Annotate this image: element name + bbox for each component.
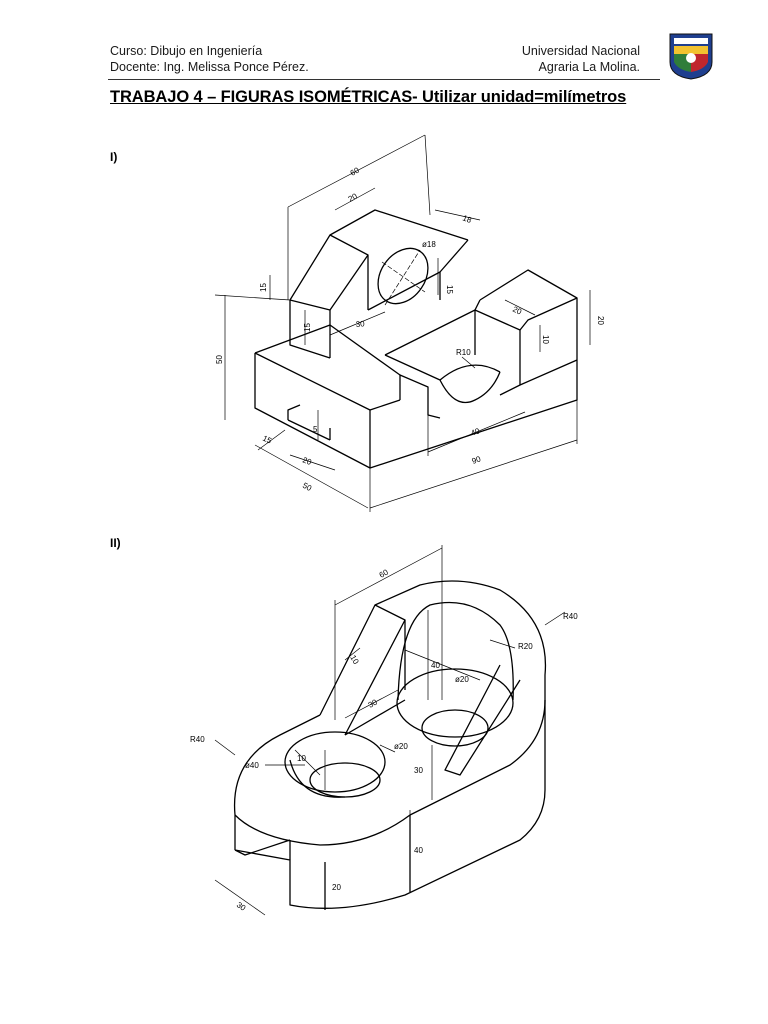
header-left: Curso: Dibujo en Ingeniería Docente: Ing… [110, 43, 309, 75]
teacher-line: Docente: Ing. Melissa Ponce Pérez. [110, 60, 309, 74]
dim-text: 90 [471, 454, 483, 466]
dim-text: R10 [456, 348, 471, 357]
dim-text: 10 [297, 754, 306, 763]
dim-text: 30 [414, 766, 423, 775]
dim-text: R40 [190, 735, 205, 744]
figure-2-dimension-lines [214, 545, 566, 916]
dim-text: 15 [261, 434, 273, 446]
dim-text: 10 [541, 335, 550, 344]
dim-text: R20 [518, 642, 533, 651]
dim-text: 5 [313, 425, 318, 434]
dim-text: 30 [355, 319, 365, 329]
dim-text: ø20 [394, 742, 408, 751]
dim-text: 60 [349, 165, 362, 177]
dim-text: 20 [332, 883, 341, 892]
dim-text: 40 [431, 661, 440, 670]
university-line-2: Agraria La Molina. [538, 60, 640, 74]
university-line-1: Universidad Nacional [521, 44, 640, 58]
figure-1-label: I) [110, 150, 118, 164]
figure-2-dimension-labels: 60 R40 R20 10 40 ø20 30 R40 ø20 ø40 10 3… [190, 567, 578, 913]
dim-text: 50 [301, 481, 314, 493]
dim-text: ø20 [455, 675, 469, 684]
dim-text: 20 [301, 455, 313, 467]
dim-text: 20 [596, 316, 605, 325]
dim-text: 15 [303, 323, 312, 332]
dim-text: 20 [347, 191, 360, 203]
header-divider [108, 79, 660, 80]
figure-2-label: II) [110, 536, 121, 550]
page-title: TRABAJO 4 – FIGURAS ISOMÉTRICAS- Utiliza… [110, 88, 627, 106]
dim-text: 30 [367, 697, 380, 709]
figure-1-drawing [254, 209, 578, 469]
dim-text: ø40 [245, 761, 259, 770]
dim-text: 15 [445, 285, 454, 294]
dim-text: 30 [235, 900, 248, 913]
dim-text: 20 [511, 305, 523, 317]
header-right: Universidad Nacional Agraria La Molina. [522, 43, 640, 75]
dim-text: R40 [563, 612, 578, 621]
dim-text: 15 [259, 283, 268, 292]
page-header: Curso: Dibujo en Ingeniería Docente: Ing… [0, 0, 768, 82]
course-line: Curso: Dibujo en Ingeniería [110, 44, 263, 58]
figure-1-dimension-labels: 60 20 18 ø18 15 15 15 30 20 20 10 R10 50… [215, 165, 605, 493]
figure-2-drawing [233, 580, 547, 910]
university-logo [669, 33, 713, 80]
figure-1-dimension-lines [214, 134, 591, 512]
dim-text: 60 [378, 567, 391, 579]
dim-text: ø18 [422, 240, 436, 249]
dim-text: 40 [470, 426, 482, 438]
dim-text: 50 [215, 355, 224, 364]
dim-text: 40 [414, 846, 423, 855]
dim-text: 18 [461, 213, 473, 225]
